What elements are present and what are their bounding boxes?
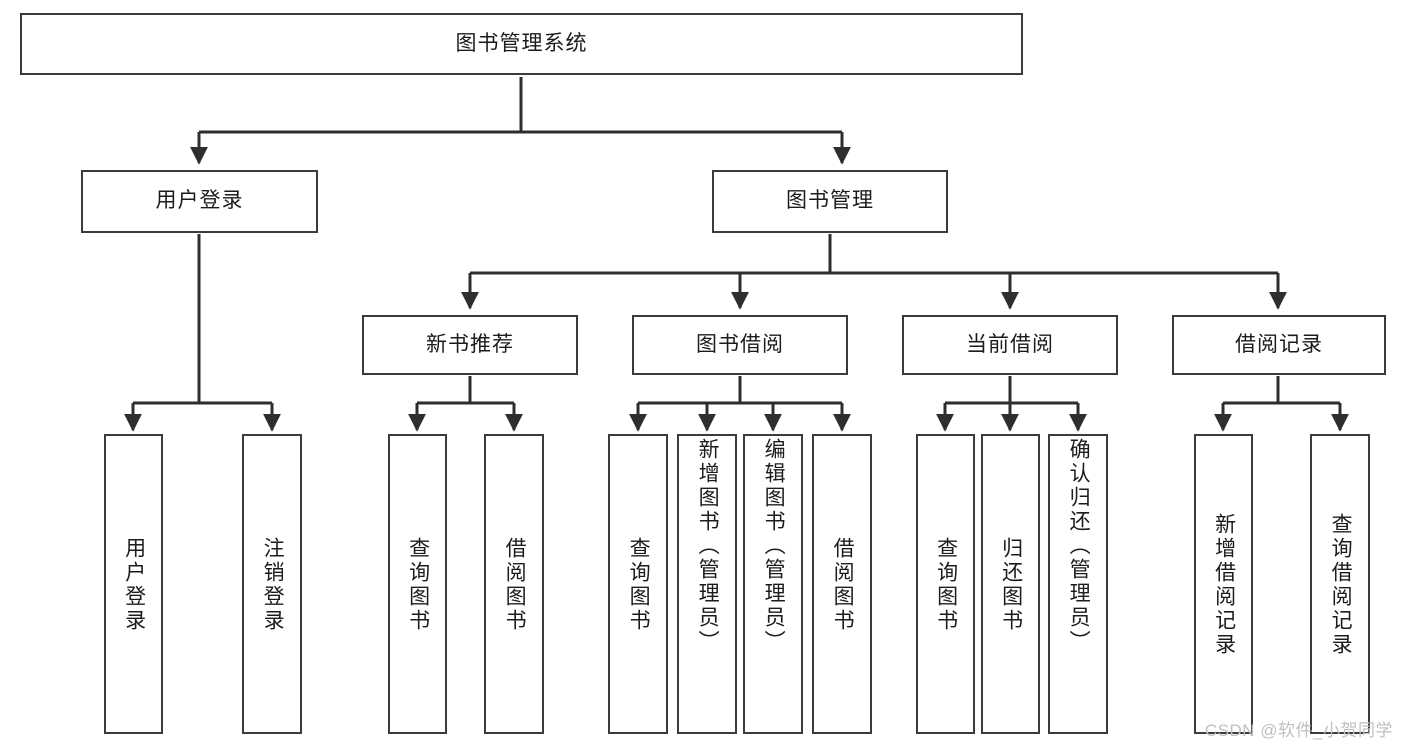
node-book-borrow-label: 图书借阅 <box>696 332 784 356</box>
node-leaf-borrow-book-2-label: 借阅图书 <box>831 537 855 633</box>
node-new-book-recommend[interactable]: 新书推荐 <box>362 315 578 375</box>
node-leaf-user-login[interactable]: 用户登录 <box>104 434 163 734</box>
node-leaf-add-borrow-record-label: 新增借阅记录 <box>1212 513 1236 657</box>
node-user-login-label: 用户登录 <box>155 189 244 213</box>
node-root[interactable]: 图书管理系统 <box>20 13 1023 75</box>
node-root-label: 图书管理系统 <box>455 31 588 55</box>
node-leaf-edit-book[interactable]: 编辑图书（管理员） <box>743 434 803 734</box>
node-leaf-borrow-book-2[interactable]: 借阅图书 <box>812 434 872 734</box>
node-leaf-borrow-book-1-label: 借阅图书 <box>503 537 527 633</box>
node-borrow-record[interactable]: 借阅记录 <box>1172 315 1386 375</box>
node-leaf-edit-book-label: 编辑图书（管理员） <box>762 438 786 654</box>
node-leaf-query-borrow-record[interactable]: 查询借阅记录 <box>1310 434 1370 734</box>
node-leaf-confirm-return-label: 确认归还（管理员） <box>1067 438 1091 654</box>
node-leaf-confirm-return[interactable]: 确认归还（管理员） <box>1048 434 1108 734</box>
node-user-login[interactable]: 用户登录 <box>81 170 318 233</box>
node-leaf-logout-login[interactable]: 注销登录 <box>242 434 302 734</box>
node-leaf-query-book-1[interactable]: 查询图书 <box>388 434 447 734</box>
node-new-book-recommend-label: 新书推荐 <box>426 332 514 356</box>
node-current-borrow[interactable]: 当前借阅 <box>902 315 1118 375</box>
node-leaf-query-borrow-record-label: 查询借阅记录 <box>1329 513 1353 657</box>
node-leaf-query-book-2-label: 查询图书 <box>627 537 651 633</box>
node-leaf-add-borrow-record[interactable]: 新增借阅记录 <box>1194 434 1253 734</box>
node-leaf-user-login-label: 用户登录 <box>122 537 146 633</box>
node-leaf-query-book-3-label: 查询图书 <box>934 537 958 633</box>
node-leaf-query-book-3[interactable]: 查询图书 <box>916 434 975 734</box>
node-current-borrow-label: 当前借阅 <box>966 332 1054 356</box>
node-book-management-label: 图书管理 <box>786 189 874 213</box>
node-borrow-record-label: 借阅记录 <box>1235 332 1323 356</box>
node-leaf-return-book-label: 归还图书 <box>999 537 1023 633</box>
node-book-management[interactable]: 图书管理 <box>712 170 948 233</box>
node-leaf-query-book-1-label: 查询图书 <box>406 537 430 633</box>
node-leaf-logout-login-label: 注销登录 <box>261 537 285 633</box>
node-leaf-query-book-2[interactable]: 查询图书 <box>608 434 668 734</box>
node-leaf-return-book[interactable]: 归还图书 <box>981 434 1040 734</box>
watermark-text: CSDN @软件_小贺同学 <box>1204 721 1393 740</box>
node-book-borrow[interactable]: 图书借阅 <box>632 315 848 375</box>
node-leaf-borrow-book-1[interactable]: 借阅图书 <box>484 434 544 734</box>
node-leaf-add-book-label: 新增图书（管理员） <box>696 438 720 654</box>
node-leaf-add-book[interactable]: 新增图书（管理员） <box>677 434 737 734</box>
